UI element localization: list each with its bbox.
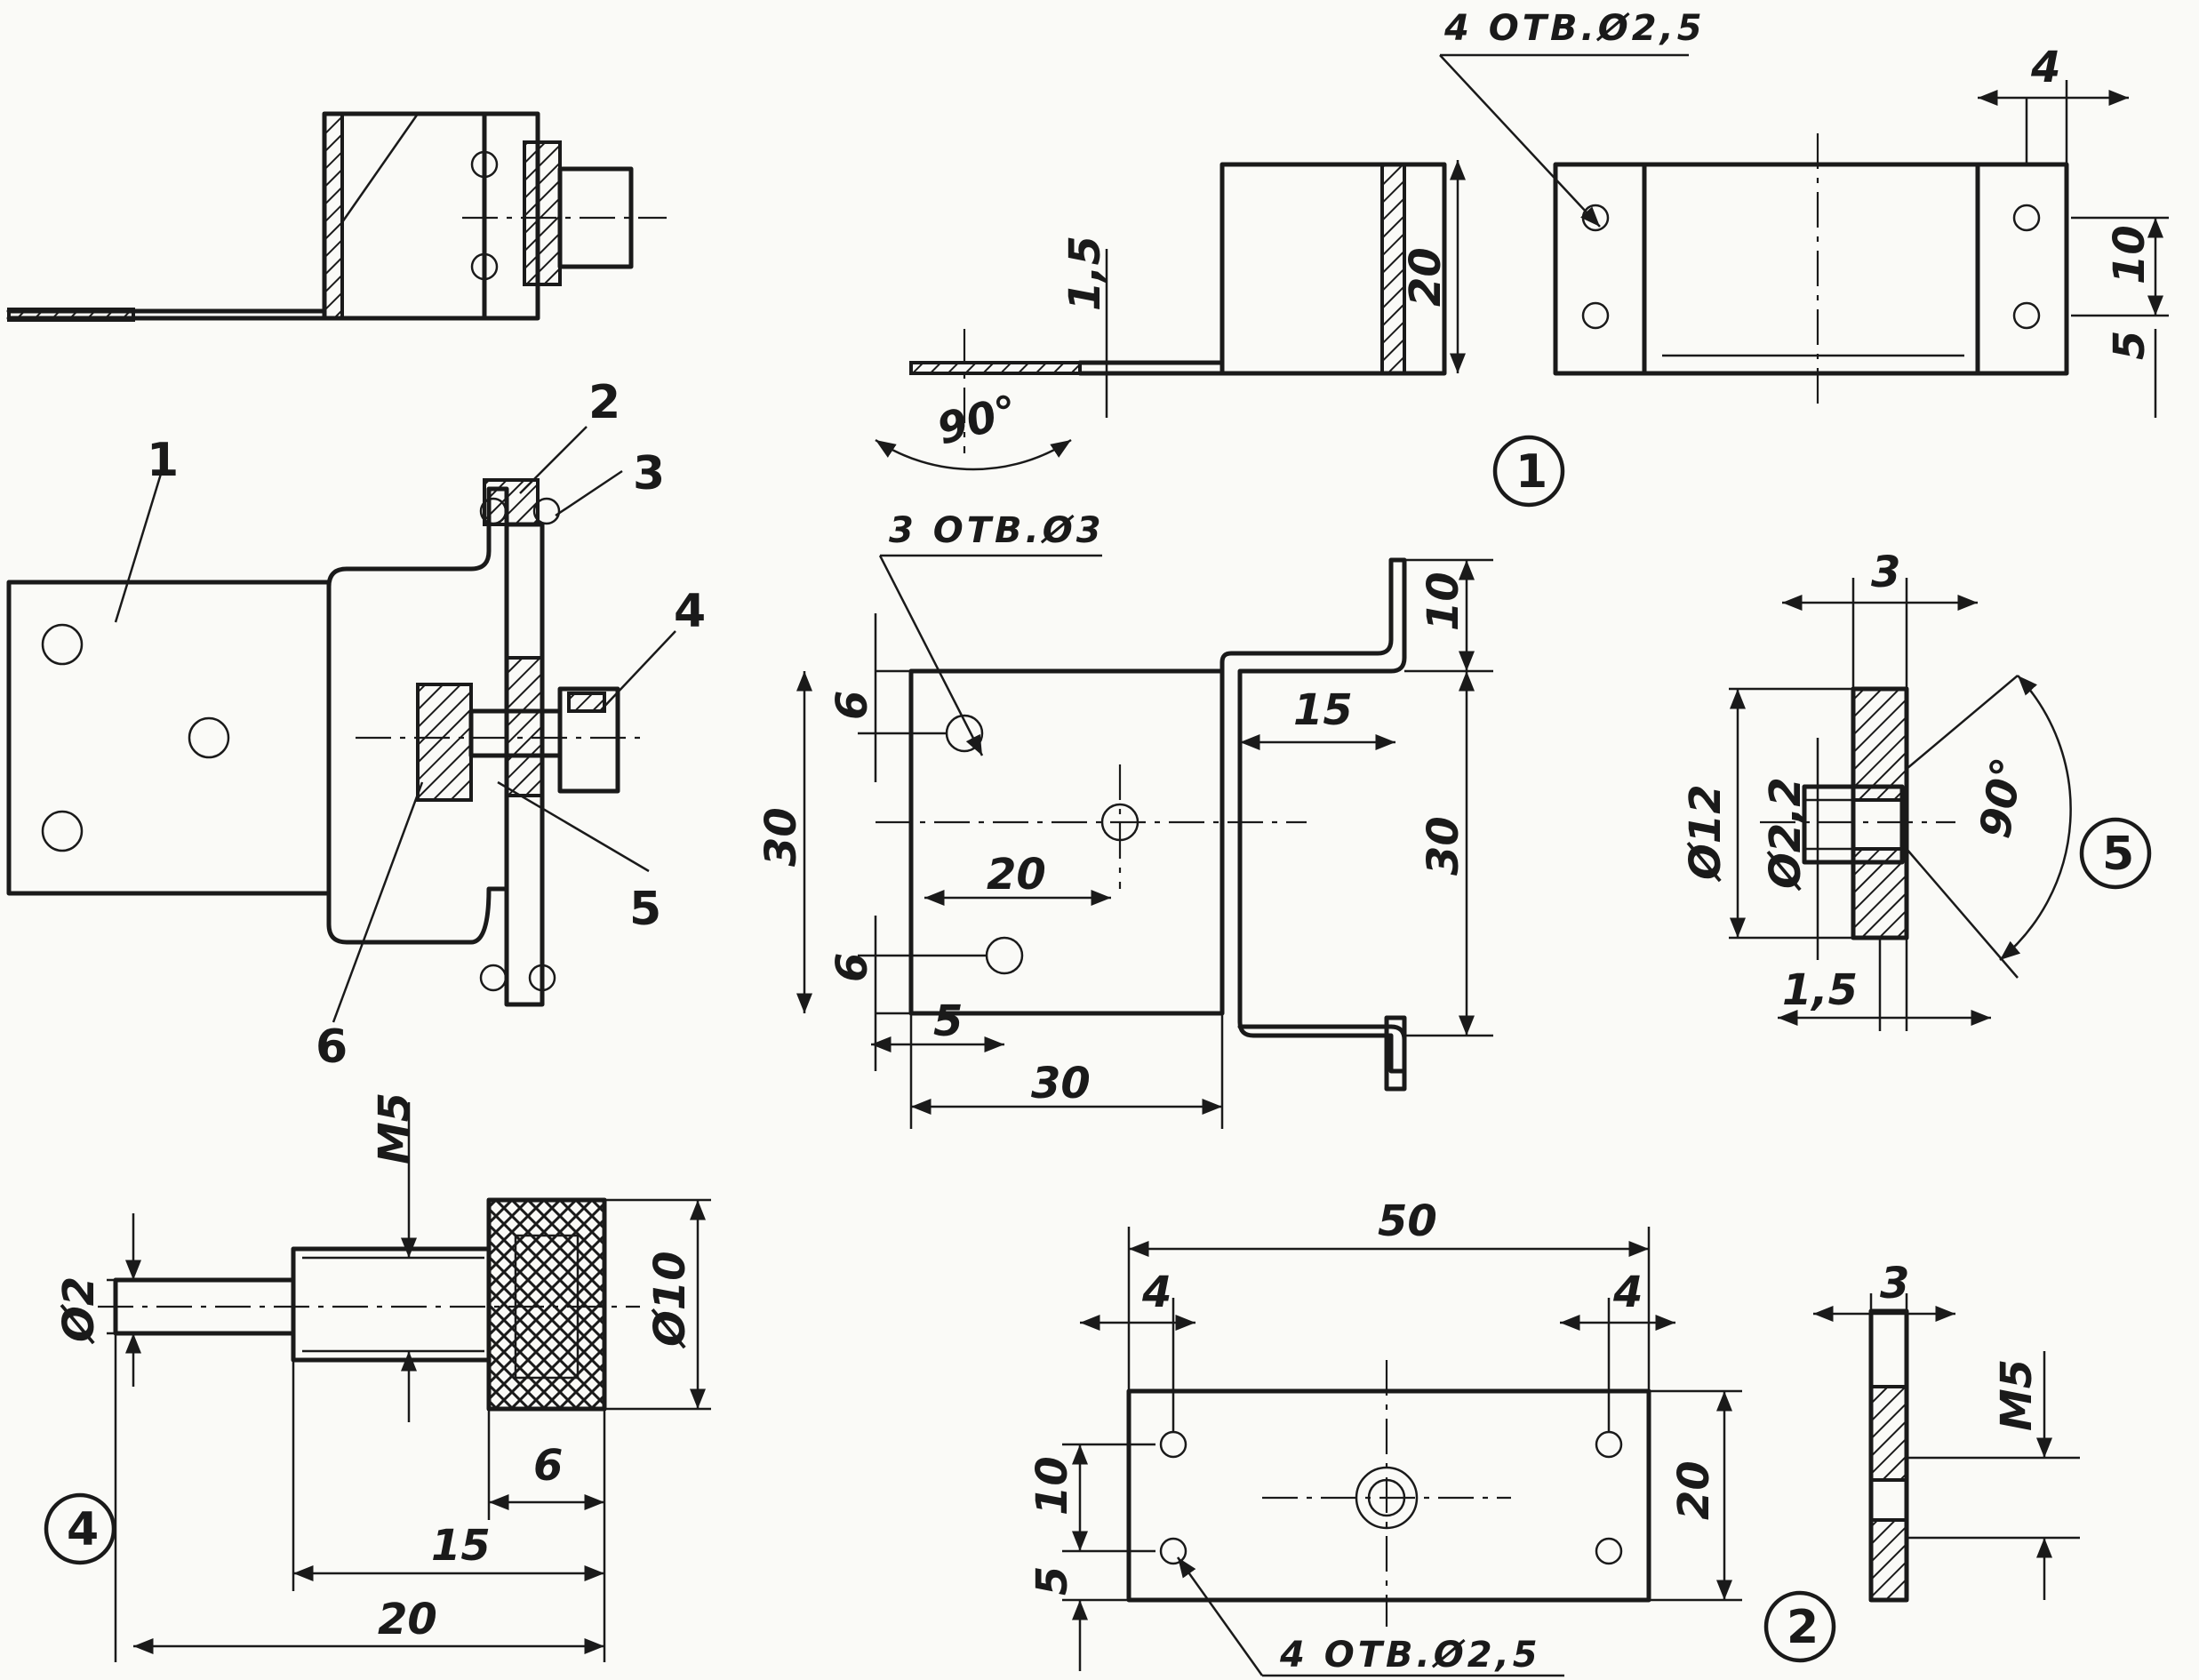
p2-dim10: 10 [1028,1456,1077,1516]
p3-holes-note: 3 ОТВ.Ø3 [889,510,1105,551]
part-5-washer [1729,578,2072,1031]
p1-holes-note: 4 ОТВ.Ø2,5 [1443,8,1706,49]
part-5-number: 5 [2079,817,2152,890]
p5-dim15: 1,5 [1782,965,1858,1015]
p3-dim30h: 30 [756,807,806,867]
p4-dim20: 20 [378,1595,437,1644]
p3-dim5: 5 [933,996,963,1046]
p1-thickness: 1,5 [1060,236,1110,311]
p3-dim6b: 6 [828,953,877,982]
p2-dim3: 3 [1880,1259,1909,1308]
part-1 [875,53,2169,471]
callout-3: 3 [633,447,665,500]
callout-1: 1 [147,434,179,487]
callout-2: 2 [588,376,620,429]
part-number-5: 5 [2102,828,2134,881]
p3-dim15: 15 [1293,685,1353,735]
p4-dia10: Ø10 [645,1251,695,1349]
p2-dim4b: 4 [1612,1268,1643,1317]
p4-dim6: 6 [533,1441,563,1491]
callout-6: 6 [316,1020,348,1074]
p3-dim10: 10 [1419,572,1468,631]
part-4-number: 4 [44,1492,116,1565]
p1-dim5: 5 [2105,331,2155,360]
p4-dia2: Ø2 [54,1276,104,1345]
assembly-front-view [6,478,640,1007]
callout-labels: 1 2 3 4 5 6 [147,376,706,1074]
p2-thread: M5 [1992,1359,2042,1431]
part-number-1: 1 [1515,445,1547,499]
part-2-number: 2 [1763,1590,1836,1663]
part-5-labels: 3 Ø12 Ø2,2 90° 1,5 [1681,548,2034,1015]
callout-leaders [114,426,676,1023]
p5-dia22: Ø2,2 [1761,777,1811,892]
p2-dim20: 20 [1669,1460,1719,1520]
part-number-4: 4 [67,1503,99,1556]
p5-angle: 90° [1971,754,2034,842]
part-2-plate [1062,1227,2080,1677]
callout-4: 4 [674,585,706,638]
p1-dim10: 10 [2105,225,2155,284]
p4-dim15: 15 [431,1521,491,1571]
part-3-labels: 3 ОТВ.Ø3 6 30 6 20 5 30 15 10 30 [756,510,1468,1108]
p3-dim30w: 30 [1031,1059,1091,1108]
p1-height: 20 [1401,247,1451,307]
p3-dim6a: 6 [828,691,877,720]
p2-dim50: 50 [1378,1196,1437,1246]
p2-dim5: 5 [1028,1566,1077,1596]
p3-dim30r: 30 [1419,816,1468,876]
p5-dia12: Ø12 [1681,784,1731,883]
part-4-labels: M5 Ø2 Ø10 6 15 20 [54,1092,695,1644]
part-3-bracket [796,554,1493,1129]
p2-holes-note: 4 ОТВ.Ø2,5 [1279,1635,1541,1676]
p1-width4: 4 [2030,43,2060,92]
p2-dim4a: 4 [1141,1268,1171,1317]
callout-5: 5 [629,883,661,936]
part-number-2: 2 [1787,1601,1819,1654]
p5-dim3: 3 [1871,548,1900,597]
part-4-screw [98,1102,711,1662]
assembly-top-view [6,111,667,322]
p4-thread: M5 [370,1092,420,1164]
p1-angle: 90° [932,386,1023,455]
part-1-number: 1 [1492,435,1565,508]
part-1-labels: 4 ОТВ.Ø2,5 1,5 20 90° 4 10 5 [932,8,2155,455]
p3-dim20: 20 [987,850,1046,900]
part-2-labels: 50 4 4 20 10 5 3 M5 4 ОТВ.Ø2,5 [1028,1196,2042,1676]
